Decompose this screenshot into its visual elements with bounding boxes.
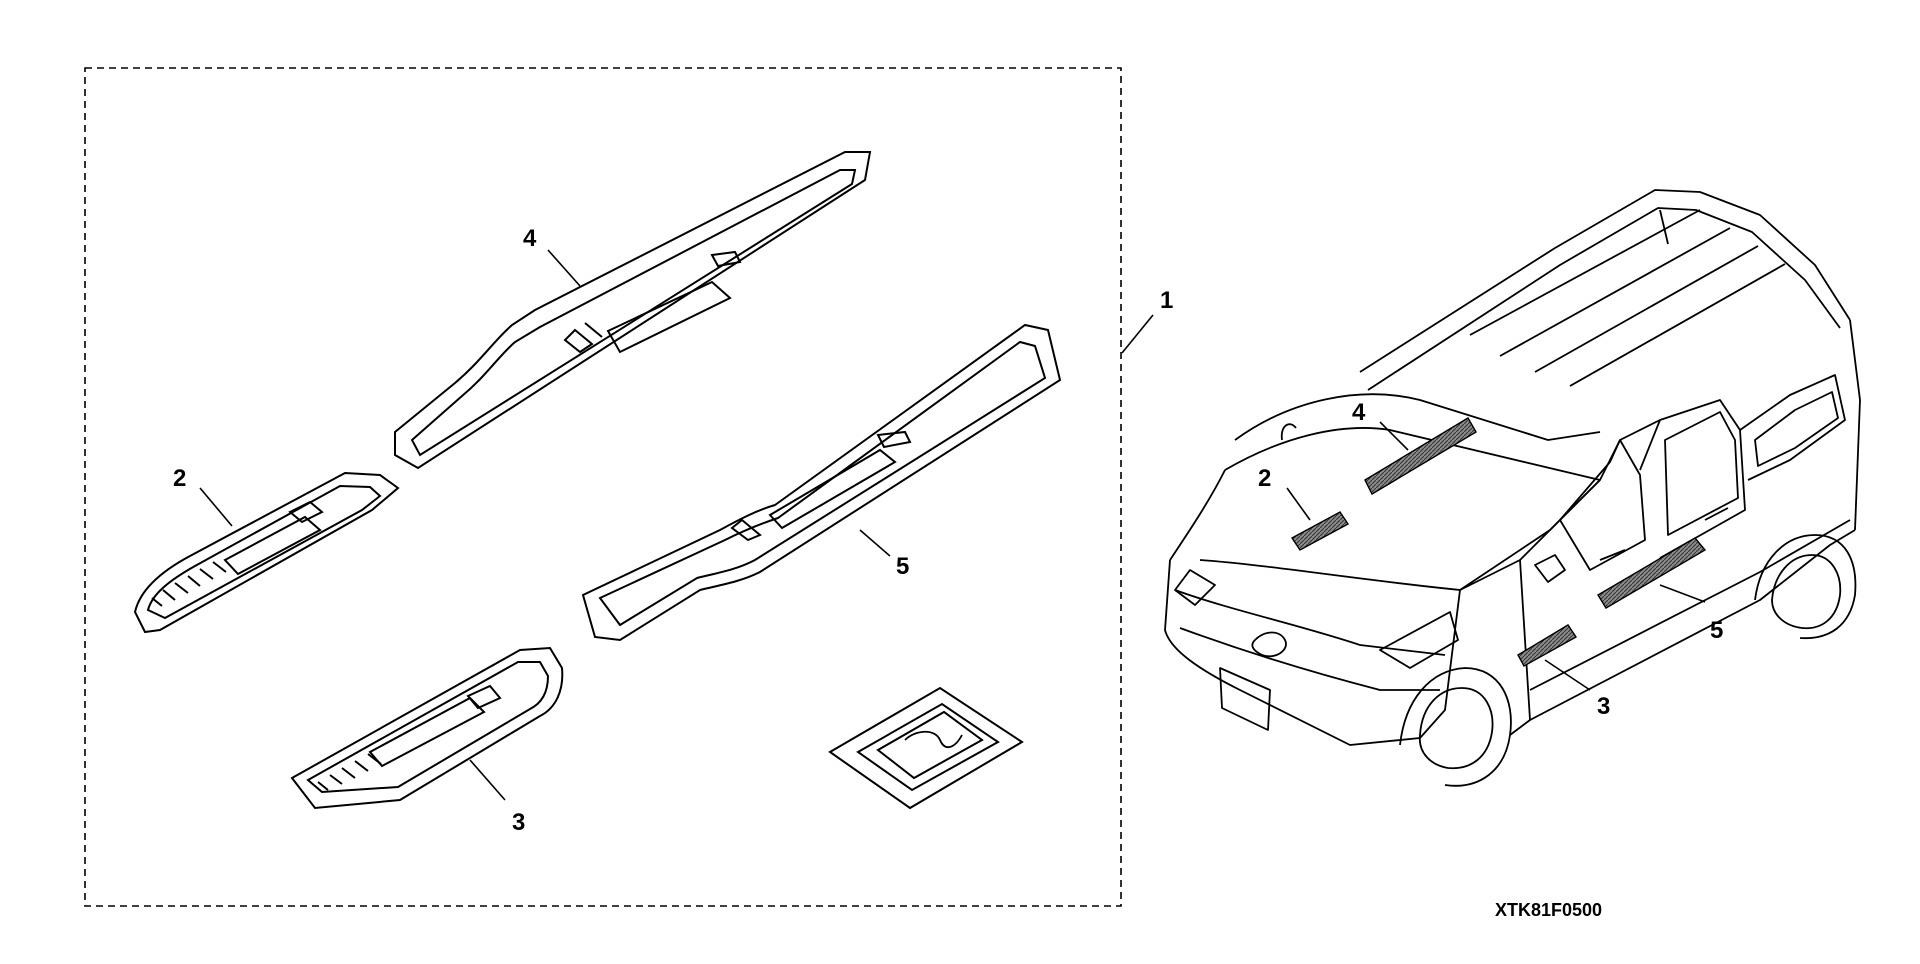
callout-part-2: 2 <box>173 465 186 492</box>
callout-part-5: 5 <box>896 553 909 580</box>
leader-part-5 <box>859 529 891 557</box>
leader-vehicle-4 <box>1379 421 1409 451</box>
callout-kit: 1 <box>1160 287 1173 314</box>
callout-vehicle-4: 4 <box>1352 399 1366 426</box>
vehicle-sill-front-left <box>1290 511 1350 551</box>
vehicle-sill-rear-right <box>1597 537 1707 609</box>
leader-kit <box>1121 314 1154 354</box>
part-rear-left-sill <box>394 151 872 470</box>
vehicle-sill-front-right <box>1517 624 1578 667</box>
part-front-right-sill <box>290 646 564 810</box>
leader-vehicle-3 <box>1544 659 1591 691</box>
callout-part-4: 4 <box>523 225 537 252</box>
reference-code: XTK81F0500 <box>1495 900 1602 920</box>
callout-vehicle-3: 3 <box>1597 693 1610 720</box>
part-front-left-sill <box>133 471 400 634</box>
leader-vehicle-5 <box>1659 584 1706 603</box>
kit-boundary <box>84 67 1122 907</box>
callout-part-3: 3 <box>512 809 525 836</box>
vehicle-minivan <box>1164 189 1861 787</box>
callout-vehicle-2: 2 <box>1258 465 1271 492</box>
vehicle-sill-marks <box>1290 417 1707 667</box>
leader-part-2 <box>199 487 233 527</box>
vehicle-sill-rear-left <box>1364 417 1477 495</box>
leader-part-4 <box>547 249 581 287</box>
callout-vehicle-5: 5 <box>1710 617 1723 644</box>
leader-vehicle-2 <box>1286 487 1311 521</box>
leader-part-3 <box>469 759 506 801</box>
part-rear-right-sill <box>581 323 1062 642</box>
instruction-sheet <box>828 686 1024 810</box>
